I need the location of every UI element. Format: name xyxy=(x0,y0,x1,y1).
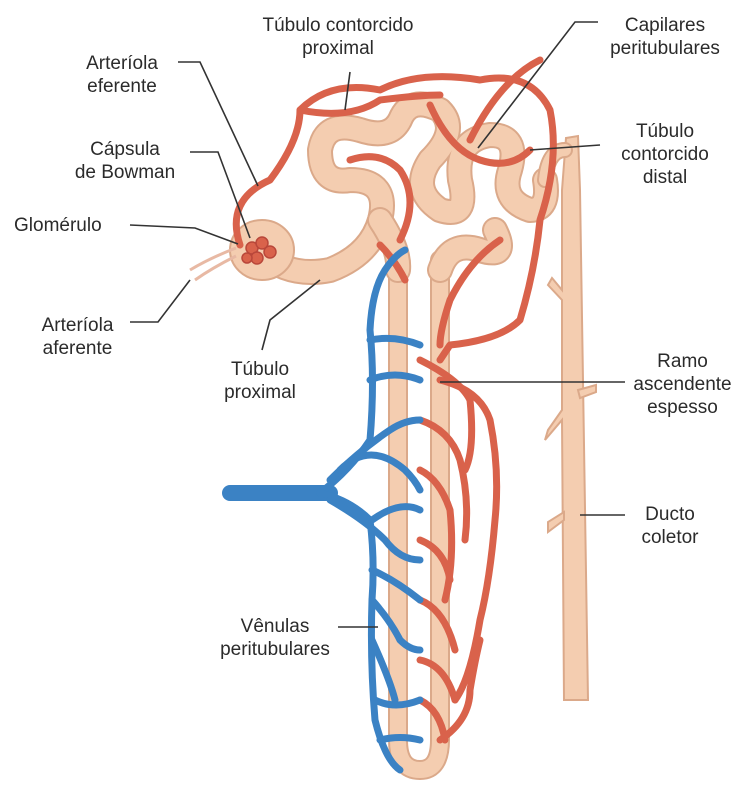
label-glomerulo: Glomérulo xyxy=(14,214,134,237)
label-ducto-coletor: Ducto coletor xyxy=(615,503,725,549)
label-arteriola-eferente: Arteríola eferente xyxy=(52,52,192,98)
afferent-arteriole xyxy=(190,248,236,280)
collecting-duct xyxy=(545,136,596,700)
label-capsula-de-bowman: Cápsula de Bowman xyxy=(60,138,190,184)
label-tubulo-contorcido-distal: Túbulo contorcido distal xyxy=(605,120,725,189)
label-capilares-peritubulares: Capilares peritubulares xyxy=(585,14,745,60)
label-arteriola-aferente: Arteríola aferente xyxy=(20,314,135,360)
label-tubulo-proximal: Túbulo proximal xyxy=(205,358,315,404)
label-ramo-ascendente-espesso: Ramo ascendente espesso xyxy=(615,350,750,419)
label-tubulo-contorcido-proximal: Túbulo contorcido proximal xyxy=(238,14,438,60)
label-venulas-peritubulares: Vênulas peritubulares xyxy=(205,615,345,661)
